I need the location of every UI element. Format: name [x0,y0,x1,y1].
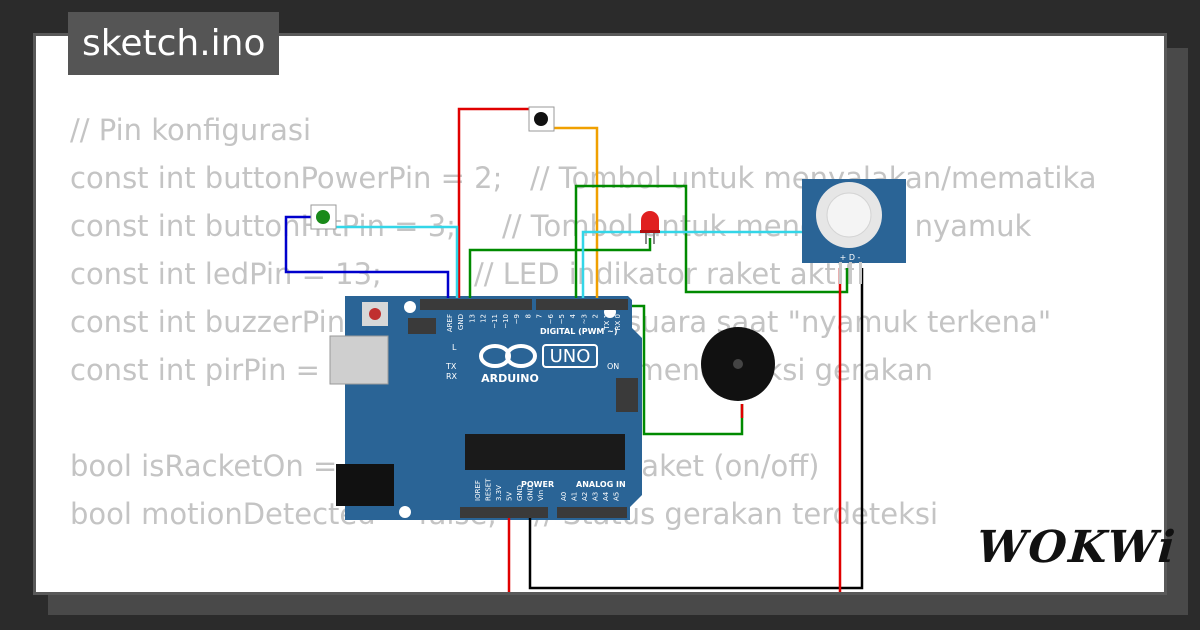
wokwi-logo: WOKWi [975,522,1179,573]
wire-green-led[interactable] [468,238,652,298]
pin-label: 3.3V [495,485,503,501]
pin-label: RX 0 [614,314,622,330]
rx-led-label: RX [446,372,458,381]
pin-label: A1 [571,492,579,501]
pin-label: ~11 [491,314,499,329]
pir-pins-label: + D - [840,253,861,262]
pin-label: 4 [569,313,577,318]
digital-header-right [536,299,628,310]
pin-label: ~9 [513,314,521,324]
pin-label: RESET [485,478,493,501]
reset-button[interactable] [369,308,381,320]
pin-label: 13 [468,314,476,323]
pin-label: GND [527,485,535,501]
l-led-label: L [452,343,457,352]
board-model: UNO [550,346,591,367]
analog-header-label: ANALOG IN [576,480,626,489]
pin-label: 7 [536,314,544,318]
on-led-label: ON [607,362,619,371]
pin-label: ~6 [547,313,555,324]
usb-port [329,335,389,385]
arduino-uno-board[interactable]: UNO ARDUINO DIGITAL (PWM ~) POWER ANALOG… [329,296,642,520]
wire-cyan-pir[interactable] [581,218,835,298]
pin-label: A3 [592,492,600,501]
code-line: const int buttonPowerPin = 2; // Tombol … [70,161,1097,195]
pin-label: A0 [560,492,568,501]
wire-black-ground[interactable] [528,268,864,590]
push-button-power[interactable] [528,106,555,132]
icsp-header [616,378,638,412]
tx-led-label: TX [445,362,457,371]
power-header [460,507,548,518]
wire-red-button-top[interactable] [457,107,530,298]
pin-label: 8 [524,314,532,318]
wire-blue-button-left[interactable] [284,215,450,298]
board-brand: ARDUINO [481,372,539,385]
pin-label: TX 1 [603,314,611,331]
pin-label: 2 [592,314,600,318]
pin-label: Vin [537,490,545,501]
analog-header [557,507,627,518]
digital-header-label: DIGITAL (PWM ~) [540,327,618,336]
power-header-label: POWER [521,480,554,489]
pin-label: IOREF [474,480,482,501]
buzzer[interactable] [701,327,775,401]
pin-label: A4 [602,491,610,501]
wire-green-pir-data[interactable] [574,184,849,298]
led-indicator[interactable] [640,211,660,244]
pin-label: ~10 [502,314,510,329]
atmega-chip [465,434,625,470]
icsp-header-small [408,318,436,334]
arduino-logo [479,344,598,368]
pin-label: AREF [446,314,454,332]
pin-label: GND [457,314,465,330]
wire-orange-button-top[interactable] [553,126,599,298]
pin-label: ~5 [558,314,566,324]
pin-label: A2 [581,492,589,501]
mounting-hole [404,301,416,313]
pin-label: ~3 [580,314,588,324]
code-line: const int ledPin = 13; // LED indikator … [70,257,855,291]
pin-label: GND [516,485,524,501]
digital-header-left [420,299,532,310]
wire-green-buzzer[interactable] [632,304,744,436]
pir-sensor[interactable]: + D - [802,179,906,284]
wire-cyan-button-left[interactable] [323,225,459,298]
mounting-hole [399,506,411,518]
power-jack [336,464,394,506]
pin-label: 12 [480,314,488,323]
pin-label: A5 [613,492,621,501]
push-button-hit[interactable] [310,204,337,230]
code-line: // Pin konfigurasi [70,113,312,147]
sketch-filename-tab[interactable]: sketch.ino [68,12,280,75]
pin-label: 5V [506,492,514,501]
